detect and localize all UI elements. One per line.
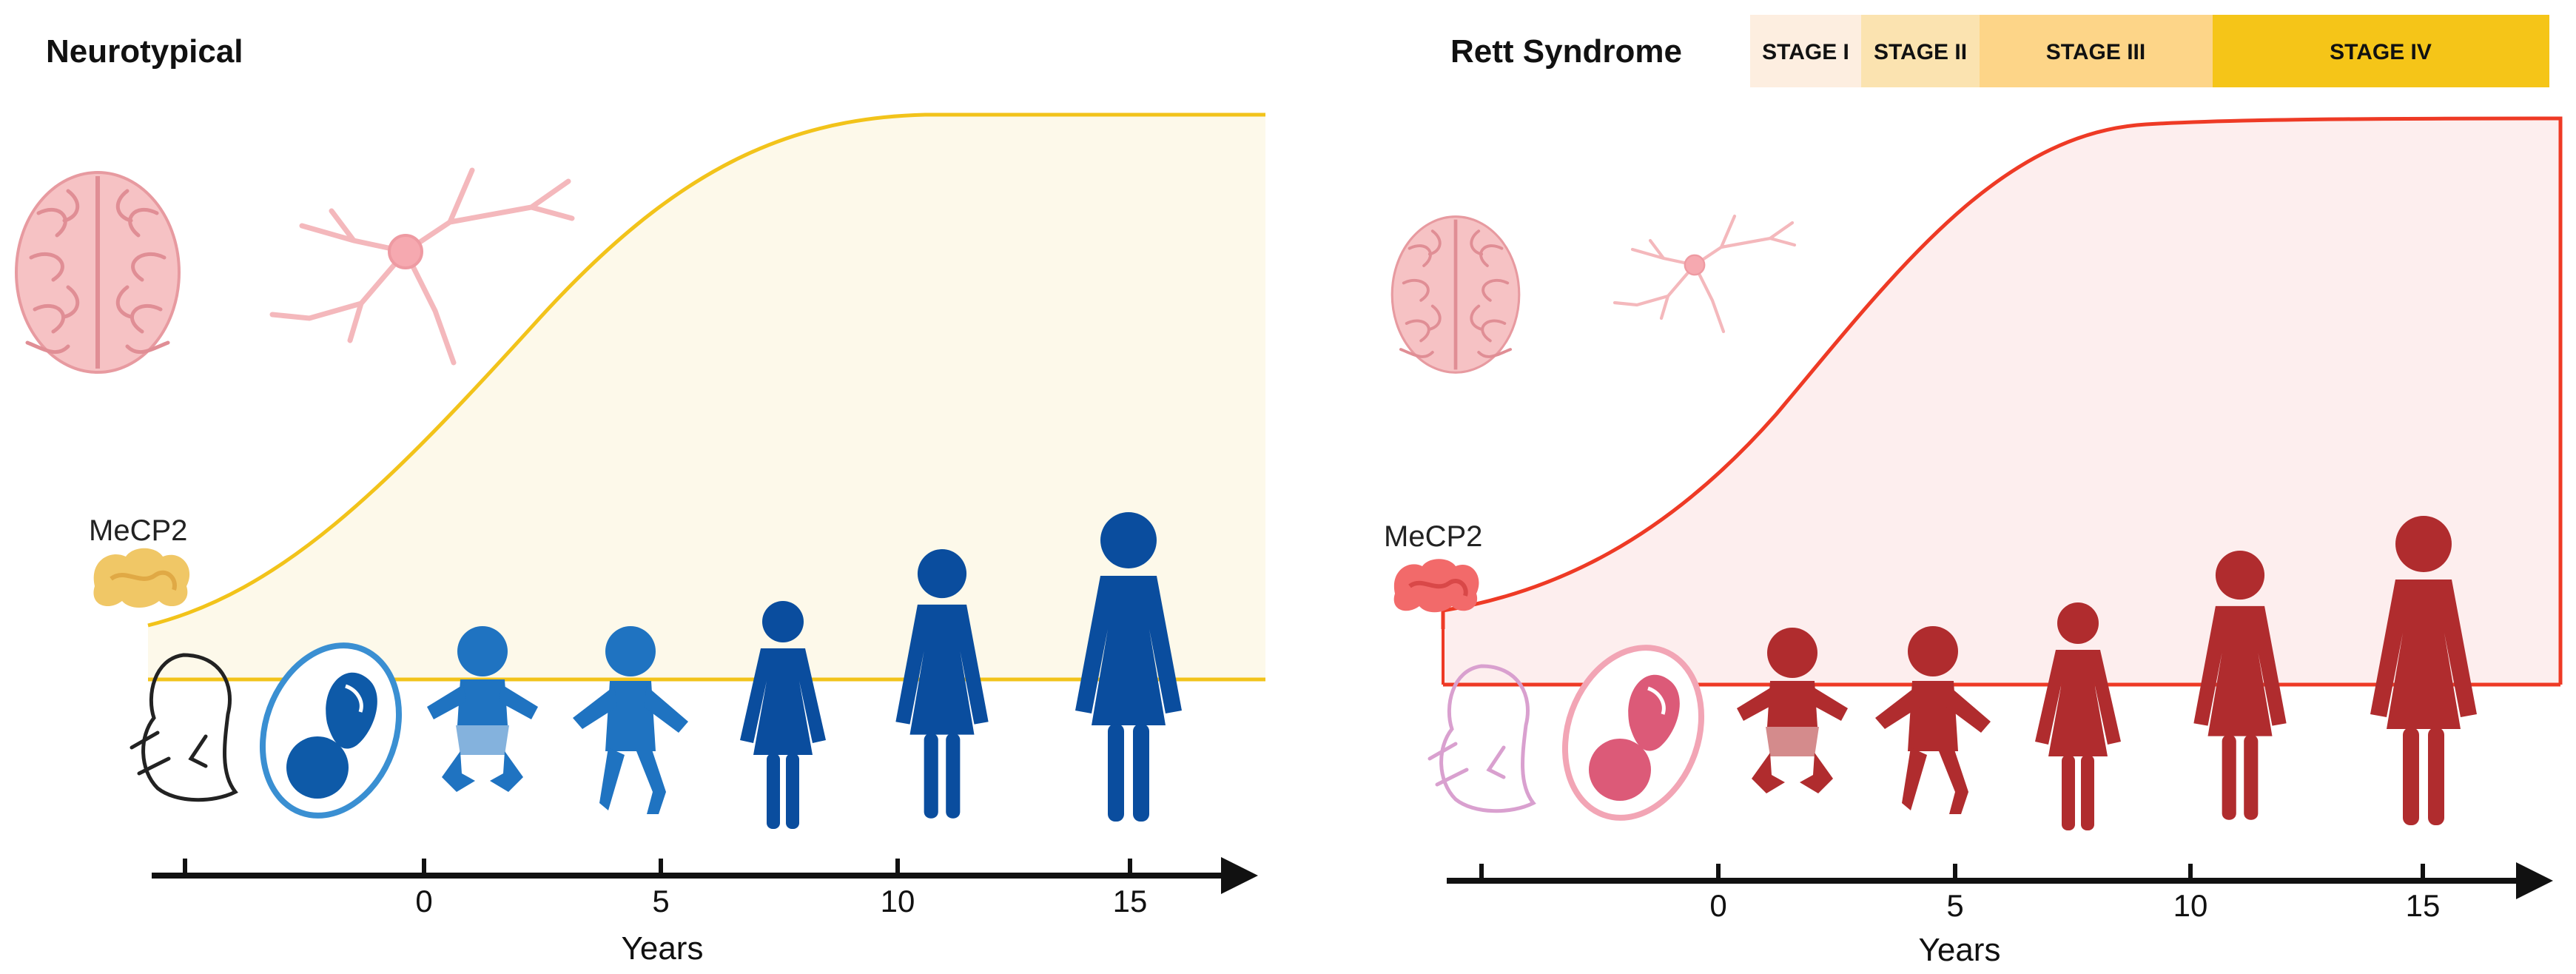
mecp2-protein-icon [93,548,190,608]
tick-label: 0 [1709,888,1726,923]
neuron-icon [1615,216,1795,332]
fetus-in-womb-icon [259,642,403,819]
mecp2-label: MeCP2 [89,514,187,547]
fetus-in-womb-icon [1561,645,1705,821]
mecp2-expression-area [148,115,1265,681]
mecp2-label: MeCP2 [1384,520,1482,553]
embryo-icon [130,653,238,802]
tick-label: 5 [652,884,669,918]
brain-icon [16,172,179,372]
embryo-icon [1427,664,1536,813]
stage-bar: STAGE I STAGE II STAGE III STAGE IV [1750,15,2549,87]
stage-iii-segment [1980,15,2213,87]
axis-label: Years [1919,932,2001,968]
panel-neurotypical: Neurotypical MeCP2 [16,33,1265,967]
tick-label: 10 [881,884,915,918]
stage-iv-segment [2213,15,2549,87]
time-axis: 0 5 10 15 Years [1447,862,2553,968]
brain-icon [1392,217,1519,373]
tick-label: 0 [415,884,432,918]
panel-title: Neurotypical [46,33,243,70]
time-axis: 0 5 10 15 Years [152,857,1258,967]
stage-label: STAGE III [2046,40,2145,64]
tick-label: 15 [1113,884,1148,918]
mecp2-expression-curve [1441,116,2563,685]
stage-label: STAGE I [1762,40,1849,64]
mecp2-expression-curve [147,112,1265,628]
mecp2-expression-area [1443,118,2560,685]
tick-label: 10 [2173,888,2208,923]
stage-label: STAGE II [1874,40,1967,64]
stage-i-segment [1750,15,1861,87]
axis-label: Years [622,930,704,967]
panel-title: Rett Syndrome [1450,33,1682,70]
stage-ii-segment [1861,15,1980,87]
tick-label: 15 [2406,888,2441,923]
panel-rett-syndrome: Rett Syndrome STAGE I STAGE II STAGE III… [1384,15,2563,968]
stage-label: STAGE IV [2330,40,2432,64]
tick-label: 5 [1946,888,1963,923]
mecp2-protein-icon [1393,559,1479,613]
